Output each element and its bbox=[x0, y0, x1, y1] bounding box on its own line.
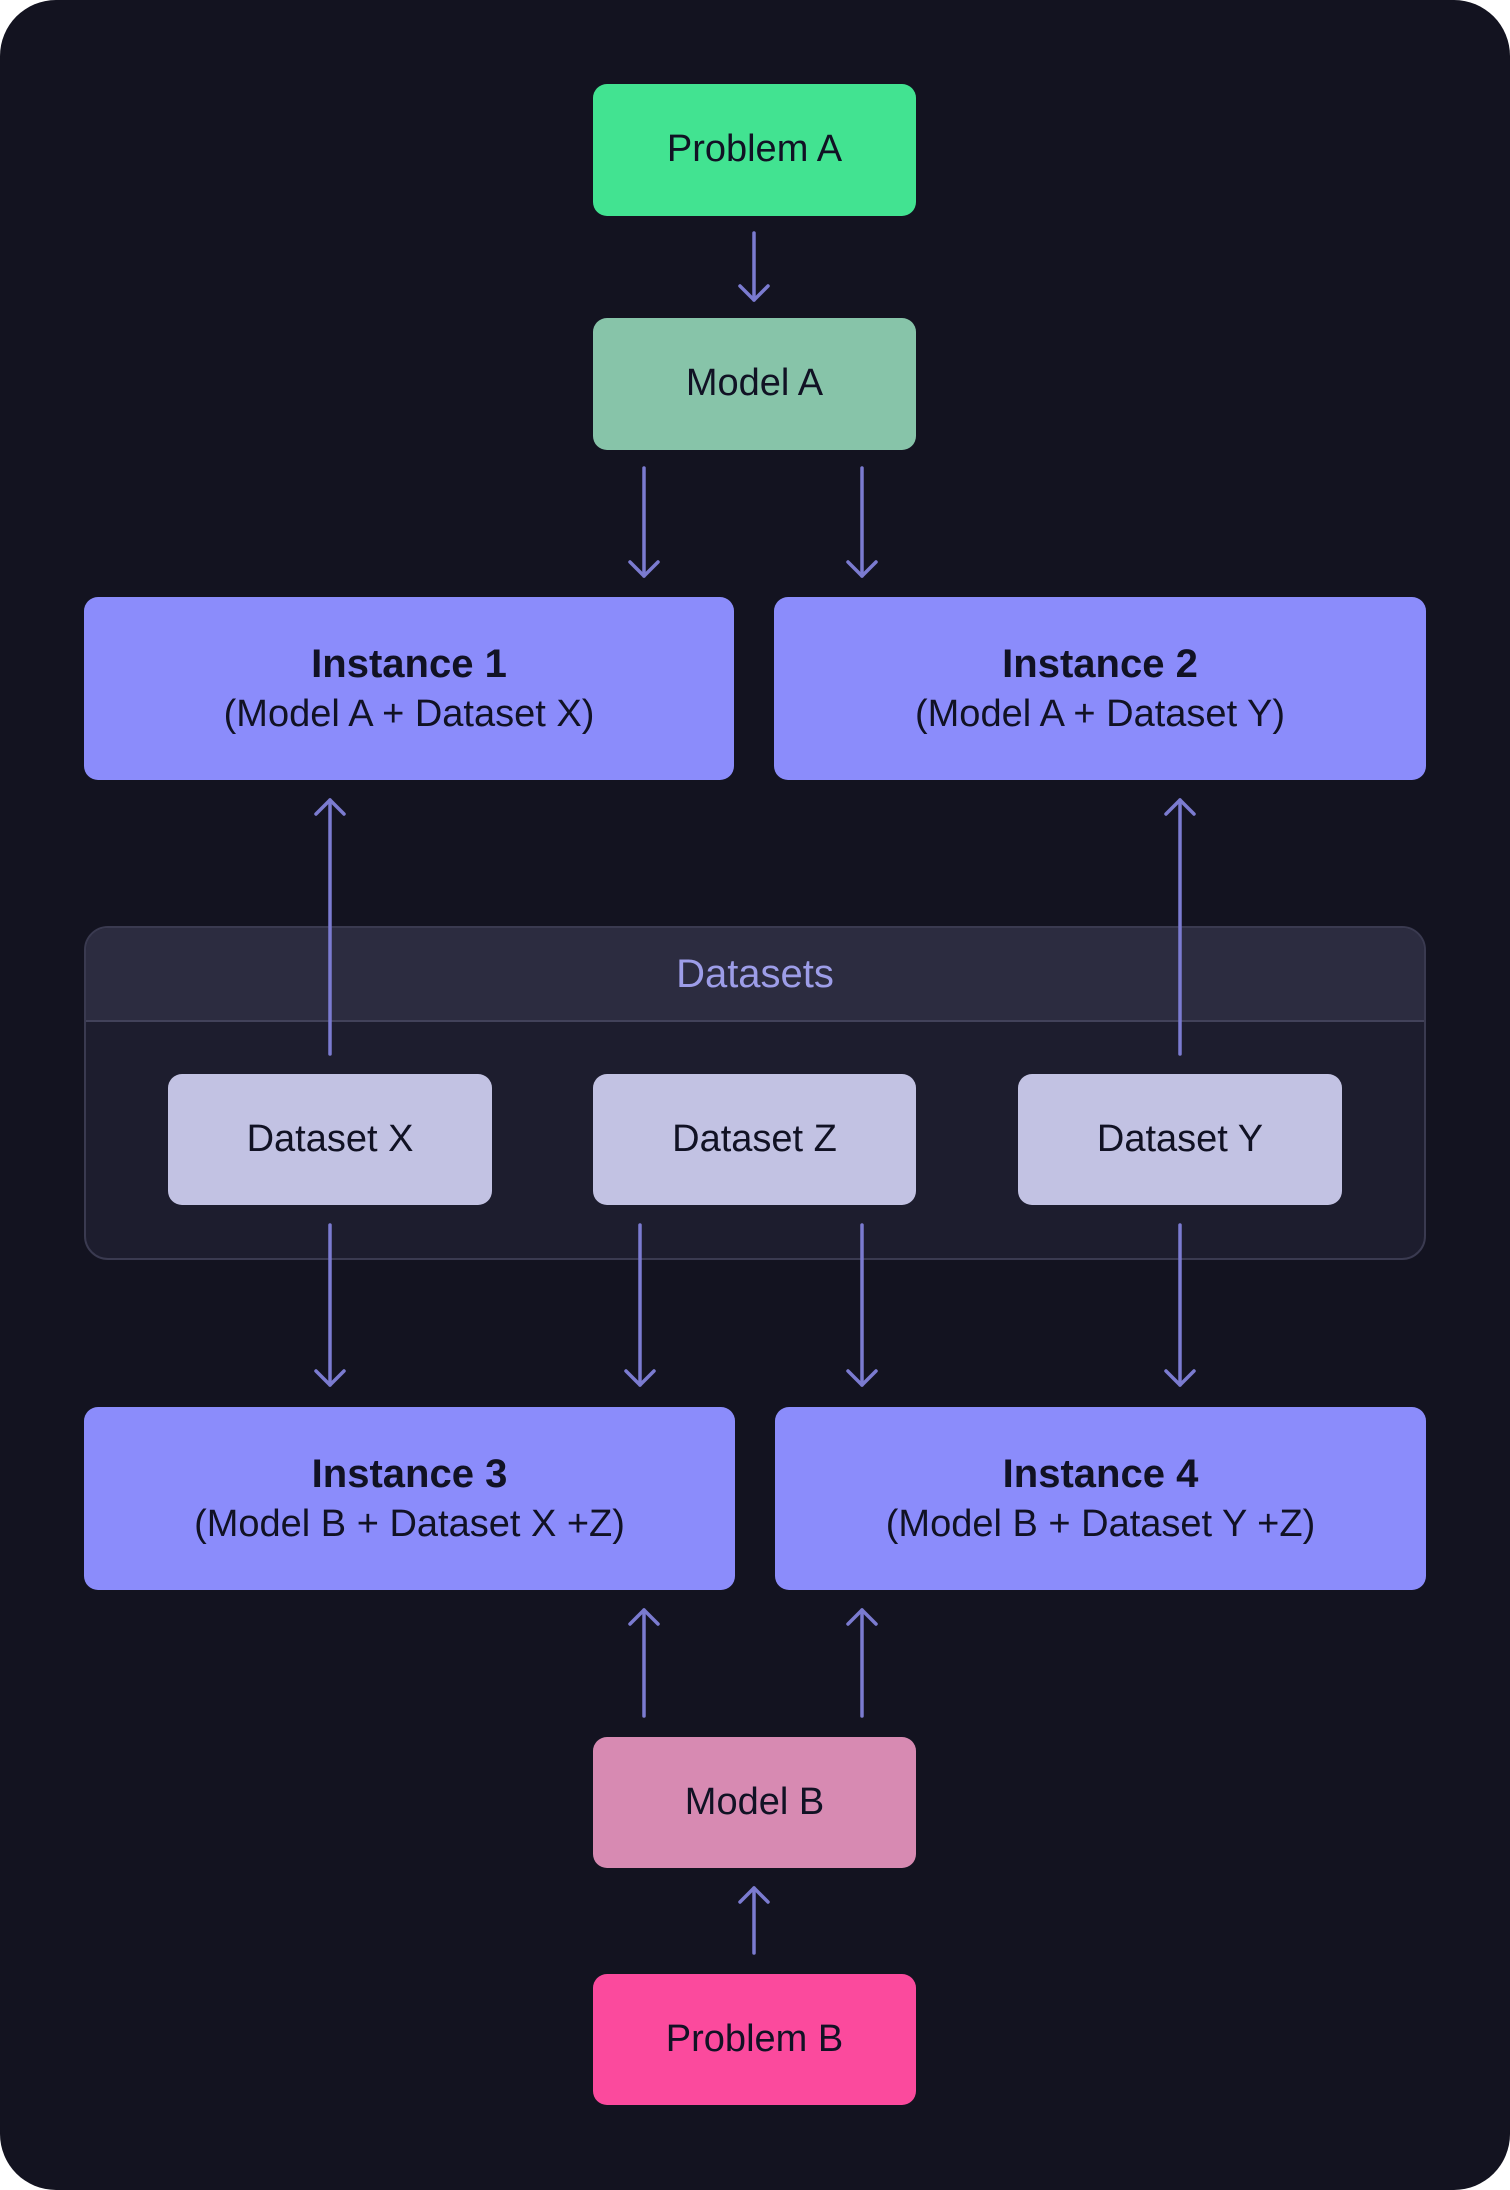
dataset-z-node: Dataset Z bbox=[593, 1074, 916, 1205]
dataset-x-node: Dataset X bbox=[168, 1074, 492, 1205]
arrow-problem-b-to-model-b bbox=[738, 1886, 770, 1955]
instance-1-subtitle: (Model A + Dataset X) bbox=[223, 692, 595, 735]
model-a-node: Model A bbox=[593, 318, 916, 450]
instance-4-node: Instance 4 (Model B + Dataset Y +Z) bbox=[775, 1407, 1426, 1590]
instance-2-subtitle: (Model A + Dataset Y) bbox=[915, 692, 1285, 735]
problem-b-label: Problem B bbox=[665, 2017, 844, 2060]
arrow-model-a-to-instance-1 bbox=[628, 466, 660, 578]
dataset-y-label: Dataset Y bbox=[1096, 1117, 1264, 1160]
dataset-z-label: Dataset Z bbox=[672, 1117, 837, 1160]
arrow-model-b-to-instance-4 bbox=[846, 1608, 878, 1718]
problem-b-node: Problem B bbox=[593, 1974, 916, 2105]
instance-4-subtitle: (Model B + Dataset Y +Z) bbox=[885, 1502, 1316, 1545]
arrow-model-a-to-instance-2 bbox=[846, 466, 878, 578]
instance-1-node: Instance 1 (Model A + Dataset X) bbox=[84, 597, 734, 780]
instance-2-node: Instance 2 (Model A + Dataset Y) bbox=[774, 597, 1426, 780]
dataset-x-label: Dataset X bbox=[246, 1117, 414, 1160]
dataset-y-node: Dataset Y bbox=[1018, 1074, 1342, 1205]
arrow-problem-a-to-model-a bbox=[738, 231, 770, 302]
model-b-node: Model B bbox=[593, 1737, 916, 1868]
arrow-model-b-to-instance-3 bbox=[628, 1608, 660, 1718]
instance-4-title: Instance 4 bbox=[1002, 1451, 1199, 1496]
instance-3-title: Instance 3 bbox=[311, 1451, 508, 1496]
instance-3-subtitle: (Model B + Dataset X +Z) bbox=[194, 1502, 625, 1545]
model-a-label: Model A bbox=[685, 362, 824, 405]
instance-2-title: Instance 2 bbox=[1002, 641, 1198, 686]
problem-a-node: Problem A bbox=[593, 84, 916, 216]
problem-a-label: Problem A bbox=[666, 128, 843, 171]
instance-3-node: Instance 3 (Model B + Dataset X +Z) bbox=[84, 1407, 735, 1590]
instance-1-title: Instance 1 bbox=[311, 641, 507, 686]
model-b-label: Model B bbox=[684, 1780, 825, 1823]
datasets-group-title: Datasets bbox=[86, 928, 1424, 1022]
